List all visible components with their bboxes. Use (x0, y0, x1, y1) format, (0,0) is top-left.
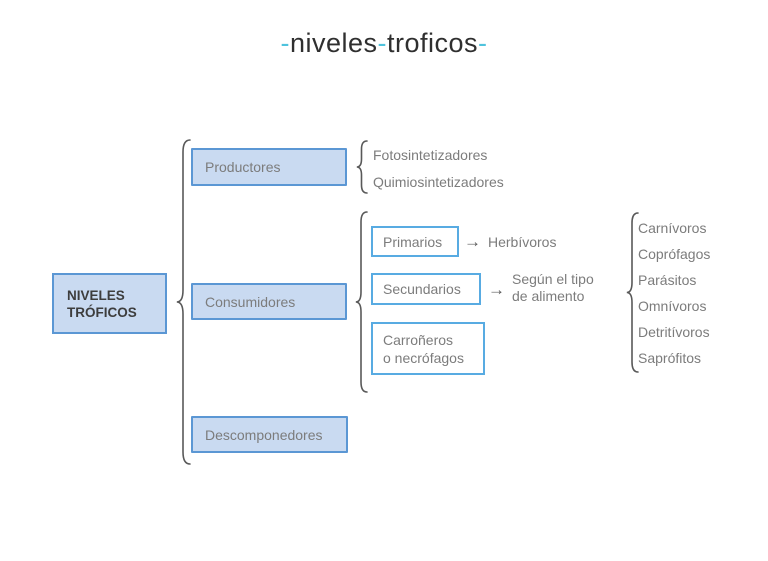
carroneros-label-line1: Carroñeros (383, 331, 454, 348)
label-herbivoros: Herbívoros (488, 234, 557, 250)
type-saprofitos: Saprófitos (638, 350, 702, 366)
descomponedores-label: Descomponedores (205, 426, 323, 443)
label-quimiosintetizadores: Quimiosintetizadores (373, 174, 504, 190)
type-parasitos: Parásitos (638, 272, 697, 288)
root-label-line2: TRÓFICOS (67, 304, 137, 320)
secundarios-label: Secundarios (383, 281, 461, 297)
root-brace (176, 139, 191, 465)
root-label-line1: NIVELES (67, 287, 125, 303)
secundarios-note: Según el tipo de alimento (512, 271, 594, 305)
productores-label: Productores (205, 159, 281, 175)
carroneros-label-line2: o necrófagos (383, 349, 464, 366)
title-word-troficos: troficos (387, 28, 479, 58)
type-carnivoros: Carnívoros (638, 220, 707, 236)
title-dash-left: - (280, 28, 290, 58)
type-detritivoros: Detritívoros (638, 324, 710, 340)
note-line1: Según el tipo (512, 271, 594, 287)
node-descomponedores: Descomponedores (191, 416, 348, 453)
node-productores: Productores (191, 148, 347, 186)
type-omnivoros: Omnívoros (638, 298, 707, 314)
type-coprofagos: Coprófagos (638, 246, 711, 262)
label-fotosintetizadores: Fotosintetizadores (373, 147, 488, 163)
types-brace (626, 212, 639, 373)
note-line2: de alimento (512, 288, 585, 304)
node-secundarios: Secundarios (371, 273, 481, 305)
root-node-niveles-troficos: NIVELES TRÓFICOS (52, 273, 167, 334)
consumidores-brace (355, 211, 368, 393)
node-primarios: Primarios (371, 226, 459, 257)
node-carroneros: Carroñeros o necrófagos (371, 322, 485, 375)
title-word-niveles: niveles (289, 28, 378, 58)
primarios-label: Primarios (383, 233, 443, 250)
arrow-right-icon: → (464, 232, 481, 251)
productores-brace (356, 140, 368, 194)
page-title: -niveles-troficos- (0, 28, 768, 59)
consumer-types-list: Carnívoros Coprófagos Parásitos Omnívoro… (638, 215, 710, 371)
node-consumidores: Consumidores (191, 283, 347, 320)
title-dash-right: - (478, 28, 488, 58)
arrow-right-icon: → (488, 280, 505, 299)
title-dash-middle: - (377, 28, 387, 58)
consumidores-label: Consumidores (205, 293, 296, 310)
